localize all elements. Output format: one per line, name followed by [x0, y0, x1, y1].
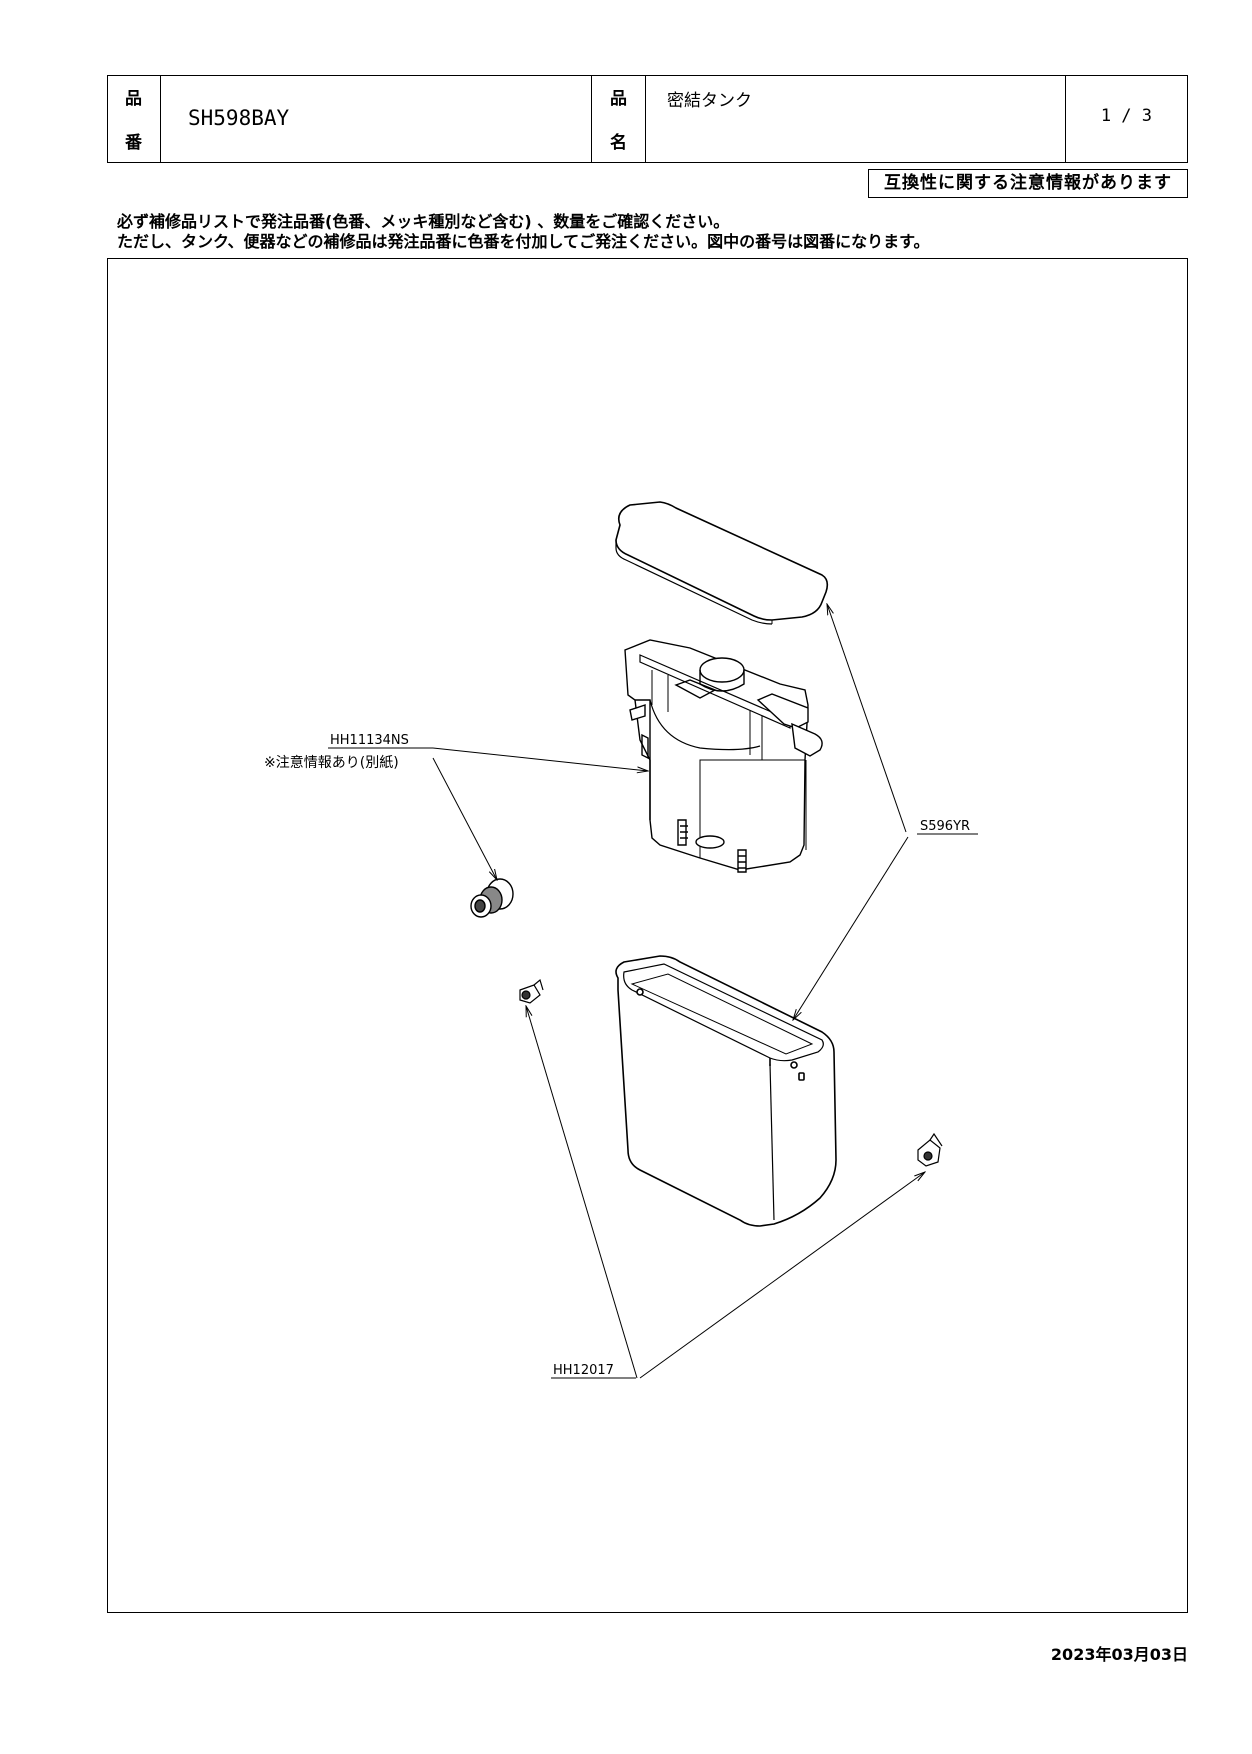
tank-lid — [615, 501, 829, 625]
fill-valve-knob — [470, 878, 514, 918]
callout-fastener: HH12017 — [553, 1363, 614, 1378]
divider — [160, 76, 161, 162]
fastener-clip-right — [917, 1132, 943, 1167]
page-number: 1 / 3 — [1100, 106, 1152, 126]
divider — [591, 76, 592, 162]
callout-fill-valve-note: ※注意情報あり(別紙) — [264, 754, 399, 771]
issue-date: 2023年03月03日 — [1050, 1645, 1188, 1664]
product-name-label: 名 — [610, 133, 627, 153]
instruction-line-1: 必ず補修品リストで発注品番(色番、メッキ種別など含む) 、数量をご確認ください。 — [117, 212, 730, 231]
tank-body — [615, 955, 837, 1227]
instruction-line-2: ただし、タンク、便器などの補修品は発注品番に色番を付加してご発注ください。図中の… — [117, 232, 930, 251]
fill-valve-assembly — [624, 639, 823, 873]
part-no-label: 品 — [125, 89, 142, 109]
fastener-clip-left — [519, 978, 544, 1004]
callout-fill-valve: HH11134NS — [330, 733, 409, 748]
title-block: 品 番 SH598BAY 品 名 密結タンク 1 / 3 — [107, 75, 1188, 163]
divider — [645, 76, 646, 162]
drawing-frame — [107, 258, 1188, 1613]
compatibility-notice: 互換性に関する注意情報があります — [868, 169, 1188, 198]
part-no-label: 番 — [125, 133, 142, 153]
product-name-label: 品 — [610, 89, 627, 109]
callout-tank-set: S596YR — [920, 819, 970, 834]
product-name: 密結タンク — [667, 91, 752, 111]
divider — [1065, 76, 1066, 162]
part-number: SH598BAY — [188, 106, 290, 130]
leader-lines — [328, 604, 978, 1379]
